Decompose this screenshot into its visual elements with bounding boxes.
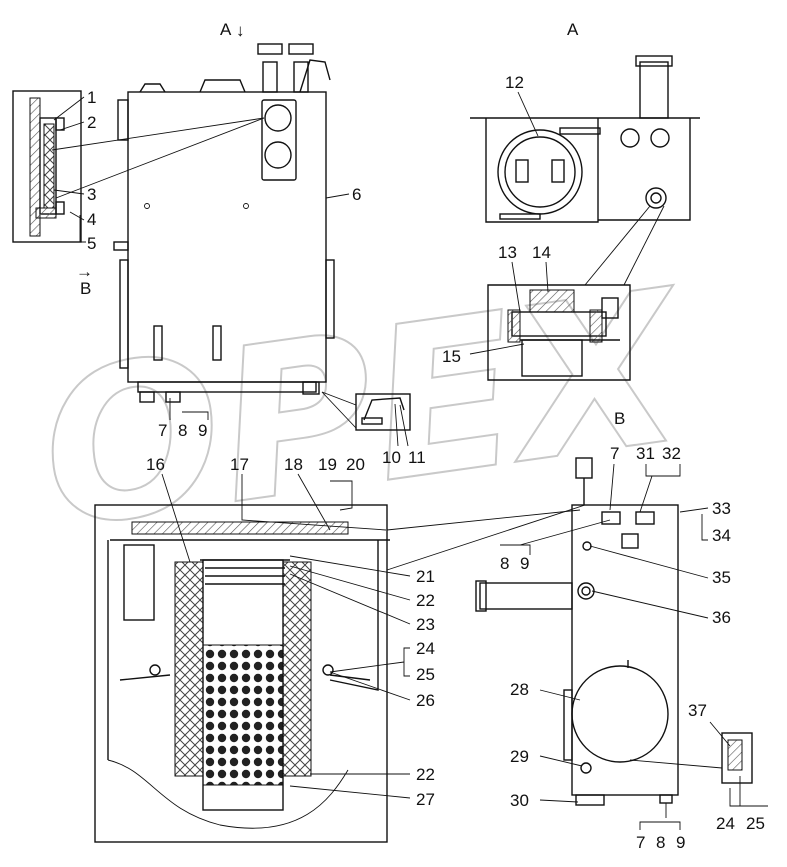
callout-12: 12 (505, 73, 524, 92)
callout-7-c: 7 (636, 833, 645, 852)
arrow-down-icon: ↓ (236, 21, 245, 40)
callout-7: 7 (158, 421, 167, 440)
callout-22-lower: 22 (416, 765, 435, 784)
callout-19: 19 (318, 455, 337, 474)
callout-8: 8 (178, 421, 187, 440)
callout-5: 5 (87, 234, 96, 253)
callout-22: 22 (416, 591, 435, 610)
callout-4: 4 (87, 210, 96, 229)
callout-34: 34 (712, 526, 731, 545)
callout-14: 14 (532, 243, 551, 262)
detail-cap-section (487, 284, 631, 381)
callout-3: 3 (87, 185, 96, 204)
callout-21: 21 (416, 567, 435, 586)
filter-section (94, 504, 586, 843)
detail-window-inset (12, 90, 82, 243)
callout-11: 11 (408, 448, 426, 467)
callout-8-c: 8 (656, 833, 665, 852)
callout-24: 24 (416, 639, 435, 658)
front-view-tank (51, 43, 335, 403)
view-a-lid (470, 55, 700, 286)
callout-13: 13 (498, 243, 517, 262)
callout-8-b: 8 (500, 554, 509, 573)
callout-27: 27 (416, 790, 435, 809)
callout-10: 10 (382, 448, 401, 467)
callout-36: 36 (712, 608, 731, 627)
callout-32: 32 (662, 444, 681, 463)
callout-1: 1 (87, 88, 96, 107)
leader-lines (53, 91, 768, 830)
callout-17: 17 (230, 455, 249, 474)
callout-6: 6 (352, 185, 361, 204)
callout-23: 23 (416, 615, 435, 634)
callout-18: 18 (284, 455, 303, 474)
callout-9: 9 (198, 421, 207, 440)
view-b-arrow-label: B (80, 279, 91, 298)
callout-31: 31 (636, 444, 655, 463)
view-b-title: B (614, 409, 625, 428)
detail-clamp (321, 391, 411, 431)
callout-28: 28 (510, 680, 529, 699)
callout-24-b: 24 (716, 814, 735, 833)
arrow-right-icon: → (76, 262, 93, 281)
callout-9-c: 9 (676, 833, 685, 852)
callout-20: 20 (346, 455, 365, 474)
view-b-tank-side (475, 457, 753, 806)
callout-9-b: 9 (520, 554, 529, 573)
view-a-title: A (567, 20, 579, 39)
callout-16: 16 (146, 455, 165, 474)
view-a-arrow-label: A (220, 20, 232, 39)
callout-37: 37 (688, 701, 707, 720)
callout-25: 25 (416, 665, 435, 684)
callout-25-b: 25 (746, 814, 765, 833)
callout-29: 29 (510, 747, 529, 766)
callout-labels: A ↓ A B → B 1 2 3 4 5 6 7 8 9 10 11 12 1… (76, 20, 765, 852)
callout-30: 30 (510, 791, 529, 810)
callout-15: 15 (442, 347, 461, 366)
callout-26: 26 (416, 691, 435, 710)
callout-7-b: 7 (610, 444, 619, 463)
callout-35: 35 (712, 568, 731, 587)
callout-33: 33 (712, 499, 731, 518)
callout-2: 2 (87, 113, 96, 132)
